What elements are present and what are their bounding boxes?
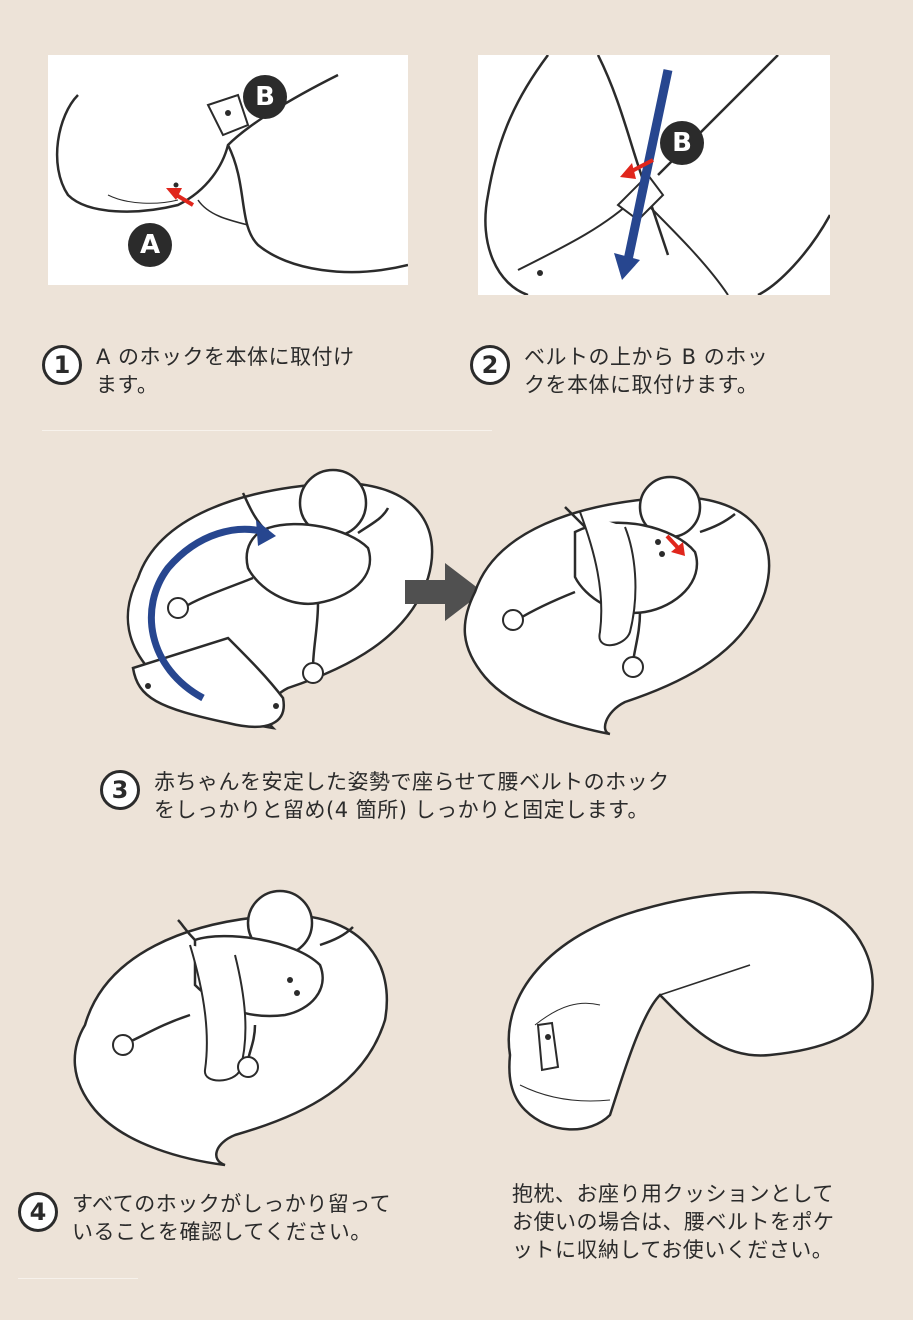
step-2-text: ベルトの上から B のホッ クを本体に取付けます。 bbox=[524, 345, 769, 397]
divider-top bbox=[42, 430, 492, 431]
illustration-baby-belt-fastened bbox=[455, 472, 785, 737]
step-4-text: すべてのホックがしっかり留って いることを確認してください。 bbox=[72, 1192, 392, 1244]
step-1-number: 1 bbox=[42, 345, 82, 385]
step-2-number: 2 bbox=[470, 345, 510, 385]
step-4-number: 4 bbox=[18, 1192, 58, 1232]
illustration-hook-a: B A bbox=[48, 55, 408, 285]
step-1-text: A のホックを本体に取付け ます。 bbox=[96, 345, 355, 397]
step-3: 3 赤ちゃんを安定した姿勢で座らせて腰ベルトのホック をしっかりと留め(4 箇所… bbox=[100, 768, 670, 824]
step-1: 1 A のホックを本体に取付け ます。 bbox=[42, 343, 355, 399]
illustration-baby-fold-belt bbox=[118, 458, 448, 743]
step-2: 2 ベルトの上から B のホッ クを本体に取付けます。 bbox=[470, 343, 768, 399]
illustration-cushion-belt-stored bbox=[490, 885, 880, 1150]
illustration-all-hooks-fastened bbox=[65, 885, 400, 1170]
step-4: 4 すべてのホックがしっかり留って いることを確認してください。 bbox=[18, 1190, 391, 1246]
illustration-hook-b: B bbox=[478, 55, 830, 295]
label-b-badge: B bbox=[243, 75, 287, 119]
usage-note: 抱枕、お座り用クッションとして お使いの場合は、腰ベルトをポケ ットに収納してお… bbox=[512, 1182, 835, 1262]
divider-bottom bbox=[18, 1278, 138, 1279]
step-3-number: 3 bbox=[100, 770, 140, 810]
step-3-text: 赤ちゃんを安定した姿勢で座らせて腰ベルトのホック をしっかりと留め(4 箇所) … bbox=[154, 770, 670, 822]
arrow-right-icon bbox=[405, 563, 483, 621]
label-b-badge-2: B bbox=[660, 121, 704, 165]
label-a-badge: A bbox=[128, 223, 172, 267]
